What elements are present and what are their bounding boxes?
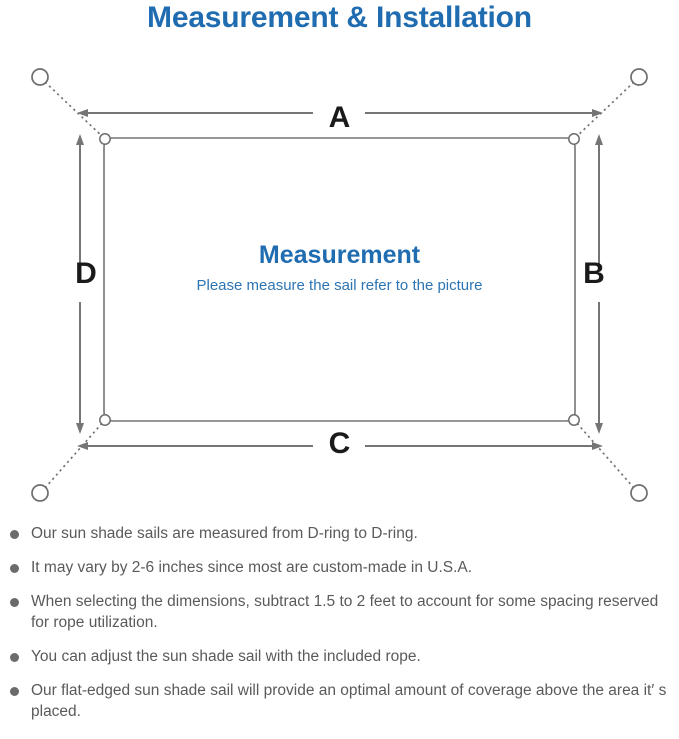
bullet-icon	[10, 598, 19, 607]
rope-bottom-left	[44, 420, 105, 489]
anchor-post-top-left	[31, 68, 49, 86]
rope-top-left	[44, 81, 105, 139]
dimension-label-c: C	[328, 427, 351, 460]
note-text: Our sun shade sails are measured from D-…	[31, 525, 418, 542]
dimension-label-d: D	[75, 257, 97, 290]
d-ring-top-left	[99, 133, 111, 145]
list-item: Our sun shade sails are measured from D-…	[0, 523, 679, 544]
note-text: You can adjust the sun shade sail with t…	[31, 648, 421, 665]
note-text: When selecting the dimensions, subtract …	[31, 593, 659, 631]
dimension-label-a: A	[328, 101, 351, 134]
list-item: You can adjust the sun shade sail with t…	[0, 646, 679, 667]
list-item: When selecting the dimensions, subtract …	[0, 591, 679, 633]
d-ring-bottom-left	[99, 414, 111, 426]
bullet-icon	[10, 687, 19, 696]
sail-body	[103, 137, 576, 422]
d-ring-top-right	[568, 133, 580, 145]
anchor-post-top-right	[630, 68, 648, 86]
note-text: It may vary by 2-6 inches since most are…	[31, 559, 473, 576]
bullet-icon	[10, 564, 19, 573]
list-item: It may vary by 2-6 inches since most are…	[0, 557, 679, 578]
list-item: Our flat-edged sun shade sail will provi…	[0, 680, 679, 722]
rope-lines	[44, 81, 635, 489]
rope-top-right	[574, 81, 635, 139]
page-title: Measurement & Installation	[147, 1, 532, 34]
rope-bottom-right	[574, 420, 635, 489]
notes-list: Our sun shade sails are measured from D-…	[0, 523, 679, 735]
anchor-post-bottom-right	[630, 484, 648, 502]
sun-shade-sail-measurement-diagram: A B C D Measurement Please measure the s…	[0, 48, 679, 518]
note-text: Our flat-edged sun shade sail will provi…	[31, 682, 667, 720]
anchor-post-bottom-left	[31, 484, 49, 502]
d-rings	[99, 133, 580, 426]
bullet-icon	[10, 530, 19, 539]
bullet-icon	[10, 653, 19, 662]
dimension-label-b: B	[583, 257, 605, 290]
d-ring-bottom-right	[568, 414, 580, 426]
anchor-posts	[31, 68, 648, 502]
